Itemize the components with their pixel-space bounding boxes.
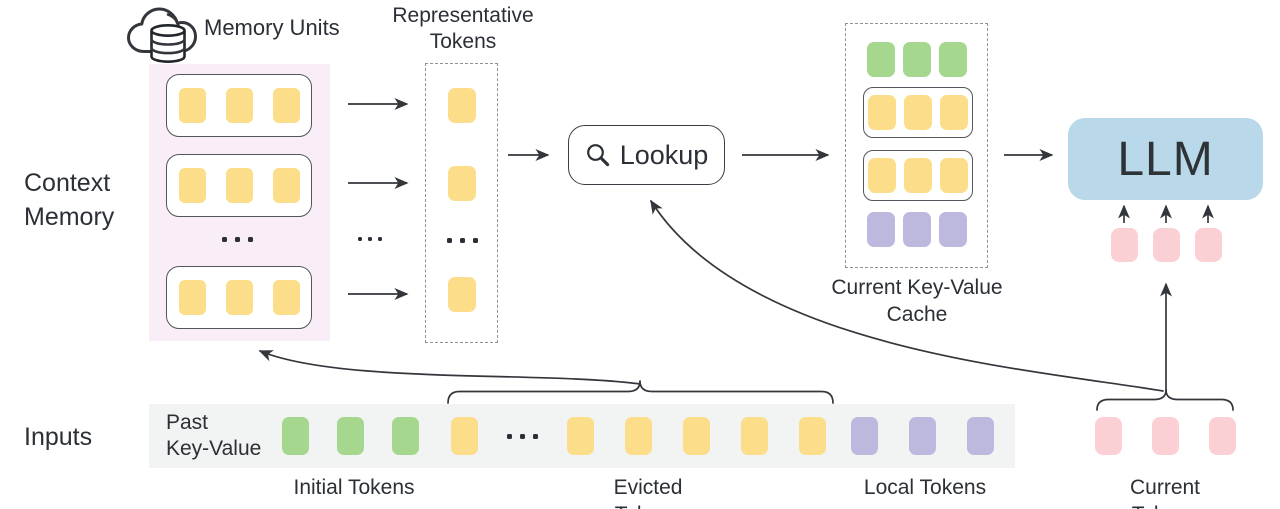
- representative-token: [448, 166, 476, 201]
- past-key-value-label-line2: Key-Value: [166, 437, 262, 460]
- cache-memory-unit: [863, 87, 973, 138]
- cache-memory-unit: [863, 150, 973, 201]
- context-memory-label-line2: Memory: [24, 203, 115, 231]
- cache-local-token: [902, 212, 931, 247]
- past-key-value-label: Past Key-Value: [166, 410, 261, 462]
- initial-token: [282, 417, 309, 455]
- current-kv-cache-label-line1: Current Key-Value: [831, 276, 1003, 299]
- representative-token-slot: [448, 88, 476, 123]
- current-tokens-group: [1095, 417, 1236, 455]
- memory-unit: [166, 74, 312, 137]
- memory-token: [272, 280, 300, 315]
- memory-unit: [166, 266, 312, 329]
- memory-token: [178, 168, 206, 203]
- current-kv-cache-label: Current Key-Value Cache: [822, 274, 1012, 328]
- lookup-button: Lookup: [568, 125, 725, 185]
- memory-token: [225, 280, 253, 315]
- cache-memory-token: [868, 158, 896, 193]
- lookup-label: Lookup: [619, 139, 709, 170]
- representative-token: [448, 88, 476, 123]
- memory-units-label: Memory Units: [204, 15, 340, 40]
- cache-local-token: [938, 212, 967, 247]
- current-token: [1095, 417, 1122, 455]
- cloud-database-icon: [127, 7, 197, 63]
- initial-token: [392, 417, 419, 455]
- llm-label: LLM: [1117, 132, 1214, 186]
- cache-local-row: [845, 212, 988, 247]
- representative-ellipsis: [434, 233, 490, 247]
- initial-tokens-group: [282, 417, 419, 455]
- representative-token: [448, 277, 476, 312]
- memory-token: [272, 88, 300, 123]
- representative-tokens-label-line1: Representative: [392, 4, 534, 27]
- cache-memory-token: [904, 158, 932, 193]
- memory-token: [178, 88, 206, 123]
- cache-initial-token: [938, 42, 967, 77]
- current-tokens-label: Current Tokens: [1129, 476, 1201, 509]
- local-tokens-label: Local Tokens: [863, 476, 987, 499]
- llm-input-token-row: [1111, 228, 1222, 262]
- memory-token: [178, 280, 206, 315]
- initial-token: [337, 417, 364, 455]
- past-key-value-label-line1: Past: [166, 411, 209, 434]
- cache-local-token: [866, 212, 895, 247]
- curve-evicted-tokens-to-context-memory: [258, 350, 641, 385]
- representative-tokens-label-line2: Tokens: [429, 30, 497, 53]
- inputs-label: Inputs: [24, 423, 93, 451]
- context-memory-label-line1: Context: [24, 169, 111, 197]
- evicted-token: [683, 417, 710, 455]
- llm-input-token: [1111, 228, 1138, 262]
- cache-initial-token: [902, 42, 931, 77]
- evicted-tokens-label: Evicted Tokens: [613, 476, 683, 509]
- evicted-token: [799, 417, 826, 455]
- evicted-token: [741, 417, 768, 455]
- evicted-token: [451, 417, 478, 455]
- current-kv-cache-label-line2: Cache: [886, 303, 948, 326]
- cache-memory-token: [868, 95, 896, 130]
- cache-memory-token: [940, 158, 968, 193]
- brace-current-tokens: [1096, 389, 1234, 411]
- local-tokens-group: [851, 417, 994, 455]
- initial-tokens-label: Initial Tokens: [293, 476, 415, 499]
- magnifier-icon: [586, 144, 609, 167]
- local-token: [851, 417, 878, 455]
- strip-ellipsis: [494, 429, 550, 443]
- memory-token: [225, 168, 253, 203]
- local-token: [967, 417, 994, 455]
- current-token: [1152, 417, 1179, 455]
- representative-token-slot: [448, 277, 476, 312]
- representative-token-slot: [448, 166, 476, 201]
- local-token: [909, 417, 936, 455]
- context-memory-label: Context Memory: [24, 166, 114, 234]
- llm-input-token: [1153, 228, 1180, 262]
- llm-input-token: [1195, 228, 1222, 262]
- cache-initial-token: [866, 42, 895, 77]
- memory-unit: [166, 154, 312, 217]
- cache-initial-row: [845, 42, 988, 77]
- evicted-token: [567, 417, 594, 455]
- evicted-tokens-head: [451, 417, 478, 455]
- cache-memory-token: [940, 95, 968, 130]
- memory-token: [225, 88, 253, 123]
- llm-box: LLM: [1068, 118, 1263, 200]
- evicted-token: [625, 417, 652, 455]
- memory-token: [272, 168, 300, 203]
- arrows-ellipsis: [352, 232, 388, 246]
- memory-units-ellipsis: [209, 232, 265, 246]
- current-token: [1209, 417, 1236, 455]
- representative-tokens-label: Representative Tokens: [385, 3, 541, 55]
- evicted-tokens-tail: [567, 417, 826, 455]
- brace-evicted-tokens: [447, 380, 834, 404]
- cache-memory-token: [904, 95, 932, 130]
